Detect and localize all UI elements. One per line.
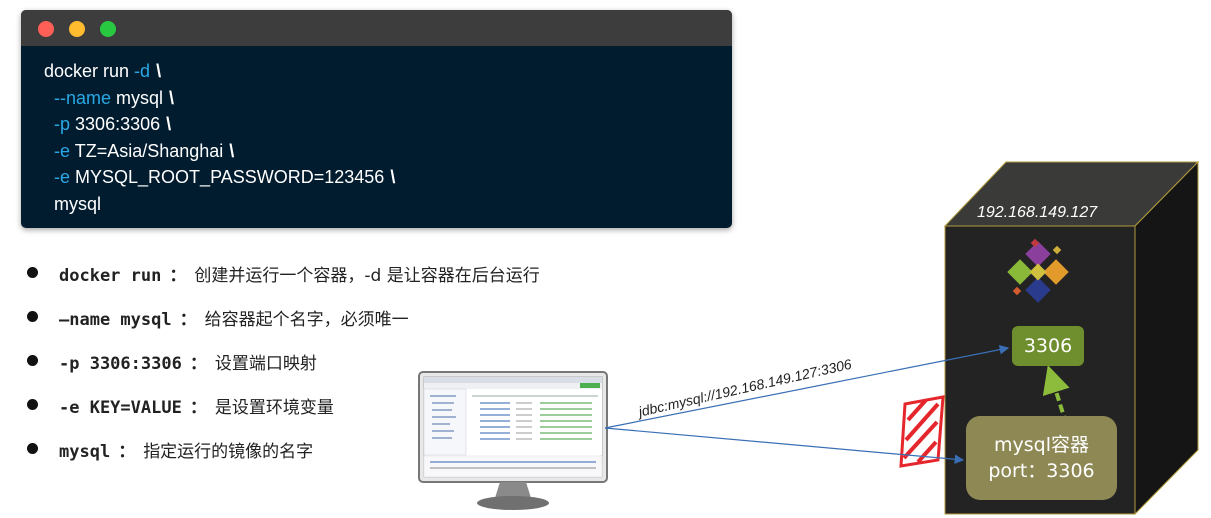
separator: ： xyxy=(169,266,187,286)
close-dot-icon xyxy=(38,21,54,37)
command-line: -e MYSQL_ROOT_PASSWORD=123456\ xyxy=(54,167,396,188)
command-line: --name mysql\ xyxy=(54,87,175,108)
option-description: 是设置环境变量 xyxy=(214,398,334,418)
maximize-dot-icon xyxy=(100,21,116,37)
option-code: -e KEY=VALUE xyxy=(59,398,182,418)
bullet-icon xyxy=(27,399,38,410)
container-name: mysql容器 xyxy=(994,434,1089,456)
command-line: docker run -d\ xyxy=(44,61,162,81)
monitor-icon xyxy=(418,371,608,510)
terminal-command: docker run -d\ --name mysql\ -p 3306:330… xyxy=(44,58,395,218)
bullet-icon xyxy=(27,443,38,454)
mysql-container-box: mysql容器 port：3306 xyxy=(966,416,1117,500)
bullet-icon xyxy=(27,267,38,278)
command-line: mysql xyxy=(54,193,102,214)
separator: ： xyxy=(189,354,207,374)
terminal-window: docker run -d\ --name mysql\ -p 3306:330… xyxy=(21,10,732,228)
firewall-icon xyxy=(899,395,945,468)
separator: ： xyxy=(189,398,207,418)
option-description: 设置端口映射 xyxy=(214,354,317,374)
terminal-title-bar xyxy=(21,10,732,46)
command-line: -p 3306:3306\ xyxy=(54,114,172,135)
option-code: -p 3306:3306 xyxy=(59,354,182,374)
jdbc-connection-arrow xyxy=(604,344,1010,429)
command-line: -e TZ=Asia/Shanghai\ xyxy=(54,140,235,161)
host-port-box: 3306 xyxy=(1012,326,1084,366)
option-code: docker run xyxy=(59,266,162,286)
option-description: 给容器起个名字，必须唯一 xyxy=(204,310,409,330)
option-description: 指定运行的镜像的名字 xyxy=(143,442,314,462)
option-code: mysql xyxy=(59,442,111,462)
option-code: —name mysql xyxy=(59,310,172,330)
blocked-connection-arrow xyxy=(604,427,965,465)
separator: ： xyxy=(179,310,197,330)
host-ip-label: 192.168.149.127 xyxy=(977,204,1098,221)
separator: ： xyxy=(118,442,136,462)
minimize-dot-icon xyxy=(69,21,85,37)
bullet-icon xyxy=(27,311,38,322)
bullet-icon xyxy=(27,355,38,366)
container-port: port：3306 xyxy=(988,460,1095,482)
option-description: 创建并运行一个容器，-d 是让容器在后台运行 xyxy=(194,266,540,286)
